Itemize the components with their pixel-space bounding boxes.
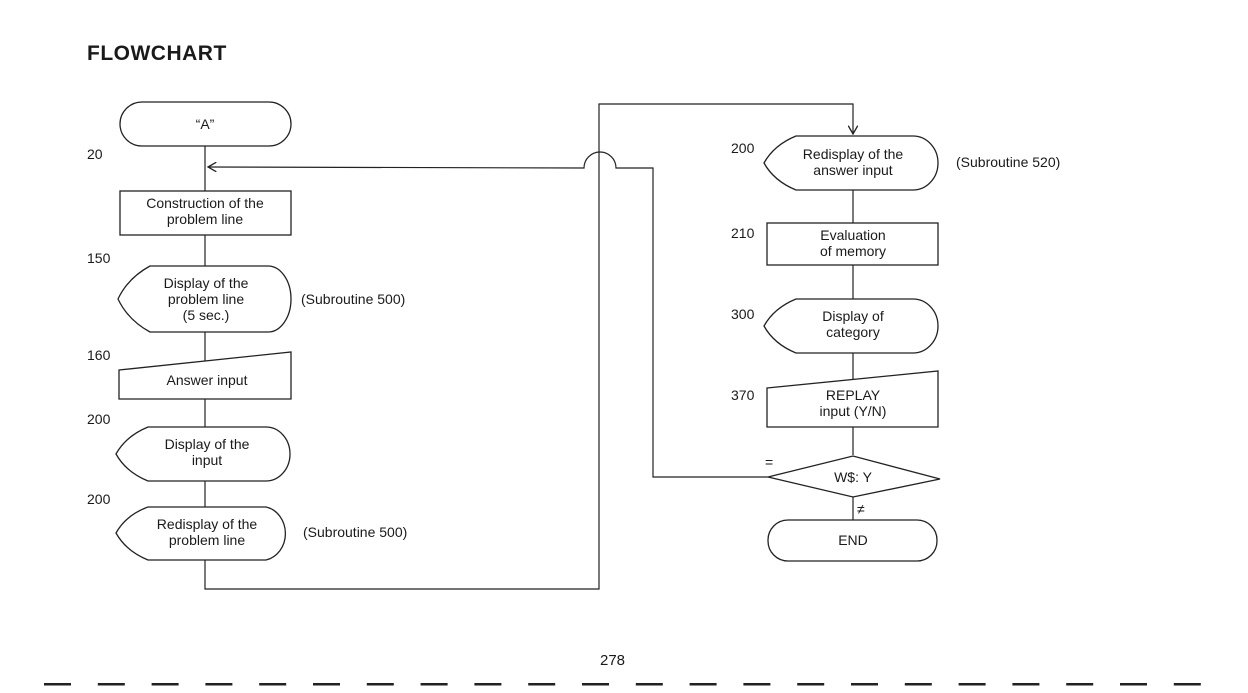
display-shape	[763, 135, 939, 191]
subroutine-note: (Subroutine 520)	[956, 154, 1060, 170]
node-label: problem line	[168, 291, 244, 307]
node-label: category	[826, 324, 880, 340]
node-label: problem line	[169, 532, 245, 548]
display-shape	[115, 506, 287, 561]
process-shape	[119, 190, 292, 236]
rule-dash	[582, 683, 609, 686]
display-shape	[117, 265, 292, 333]
node-display-category: Display of category	[763, 298, 939, 354]
terminal-shape	[119, 101, 292, 147]
terminal-shape	[767, 519, 938, 562]
rule-dash	[635, 683, 663, 686]
node-label: REPLAY	[826, 387, 881, 403]
node-label: input (Y/N)	[820, 403, 887, 419]
node-label: answer input	[813, 162, 892, 178]
decision-shape	[767, 455, 941, 498]
node-label: Evaluation	[820, 227, 885, 243]
line-number: 200	[87, 491, 111, 507]
node-start: “A”	[119, 101, 292, 147]
page-title: FLOWCHART	[87, 42, 227, 65]
process-shape	[766, 222, 939, 266]
node-display-problem: Display of the problem line (5 sec.) (Su…	[117, 265, 405, 333]
rule-dash	[1066, 683, 1094, 686]
page-number: 278	[600, 652, 626, 669]
no-branch-label: ≠	[857, 501, 865, 517]
node-label: Display of the	[165, 436, 250, 452]
rule-dash	[1173, 683, 1201, 686]
rule-dash	[1012, 683, 1040, 686]
rule-dash	[151, 683, 179, 686]
node-evaluation: Evaluation of memory	[766, 222, 939, 266]
node-label: Redisplay of the	[157, 516, 258, 532]
line-number: 300	[731, 306, 755, 322]
node-construct: Construction of the problem line	[119, 190, 292, 236]
display-shape	[763, 298, 939, 354]
node-label: problem line	[167, 211, 243, 227]
manual-input-shape	[766, 370, 939, 428]
node-redisplay-answer: Redisplay of the answer input (Subroutin…	[763, 135, 1060, 191]
line-number: 20	[87, 146, 103, 162]
rule-dash	[528, 683, 556, 686]
rule-dash	[366, 683, 394, 686]
line-number: 370	[731, 387, 755, 403]
page-bottom-rule	[44, 683, 1201, 686]
rule-dash	[1120, 683, 1147, 686]
rule-dash	[851, 683, 878, 686]
node-label: Answer input	[167, 372, 248, 388]
rule-dash	[689, 683, 717, 686]
line-number: 210	[731, 225, 755, 241]
node-label: input	[192, 452, 222, 468]
manual-input-shape	[118, 351, 292, 400]
line-number: 200	[731, 140, 755, 156]
connector-redisplay-to-right-column	[204, 103, 853, 590]
node-answer-input: Answer input	[118, 351, 292, 400]
node-label: Redisplay of the	[803, 146, 904, 162]
connector-loop-back	[208, 151, 768, 478]
node-display-input: Display of the input	[115, 426, 291, 482]
rule-dash	[797, 683, 825, 686]
rule-dash	[313, 683, 340, 686]
rule-dash	[44, 683, 71, 686]
rule-dash	[743, 683, 771, 686]
rule-dash	[420, 683, 448, 686]
line-number: 150	[87, 250, 111, 266]
rule-dash	[205, 683, 233, 686]
line-number: 200	[87, 411, 111, 427]
rule-dash	[958, 683, 986, 686]
node-label: END	[838, 532, 868, 548]
display-shape	[115, 426, 291, 482]
node-label: Construction of the	[146, 195, 264, 211]
node-label: Display of	[822, 308, 884, 324]
rule-dash	[97, 683, 125, 686]
node-label: Display of the	[164, 275, 249, 291]
connectors	[204, 103, 853, 590]
yes-branch-label: =	[765, 454, 773, 470]
subroutine-note: (Subroutine 500)	[303, 524, 407, 540]
line-number: 160	[87, 347, 111, 363]
node-label: of memory	[820, 243, 886, 259]
node-replay-input: REPLAY input (Y/N)	[766, 370, 939, 428]
rule-dash	[474, 683, 502, 686]
subroutine-note: (Subroutine 500)	[301, 291, 405, 307]
node-redisplay-problem: Redisplay of the problem line (Subroutin…	[115, 506, 407, 561]
node-decision: W$: Y = ≠	[765, 454, 941, 517]
node-label: W$: Y	[834, 469, 873, 485]
rule-dash	[259, 683, 287, 686]
node-label: “A”	[196, 116, 215, 132]
node-end: END	[767, 519, 938, 562]
node-label: (5 sec.)	[183, 307, 230, 323]
rule-dash	[904, 683, 932, 686]
